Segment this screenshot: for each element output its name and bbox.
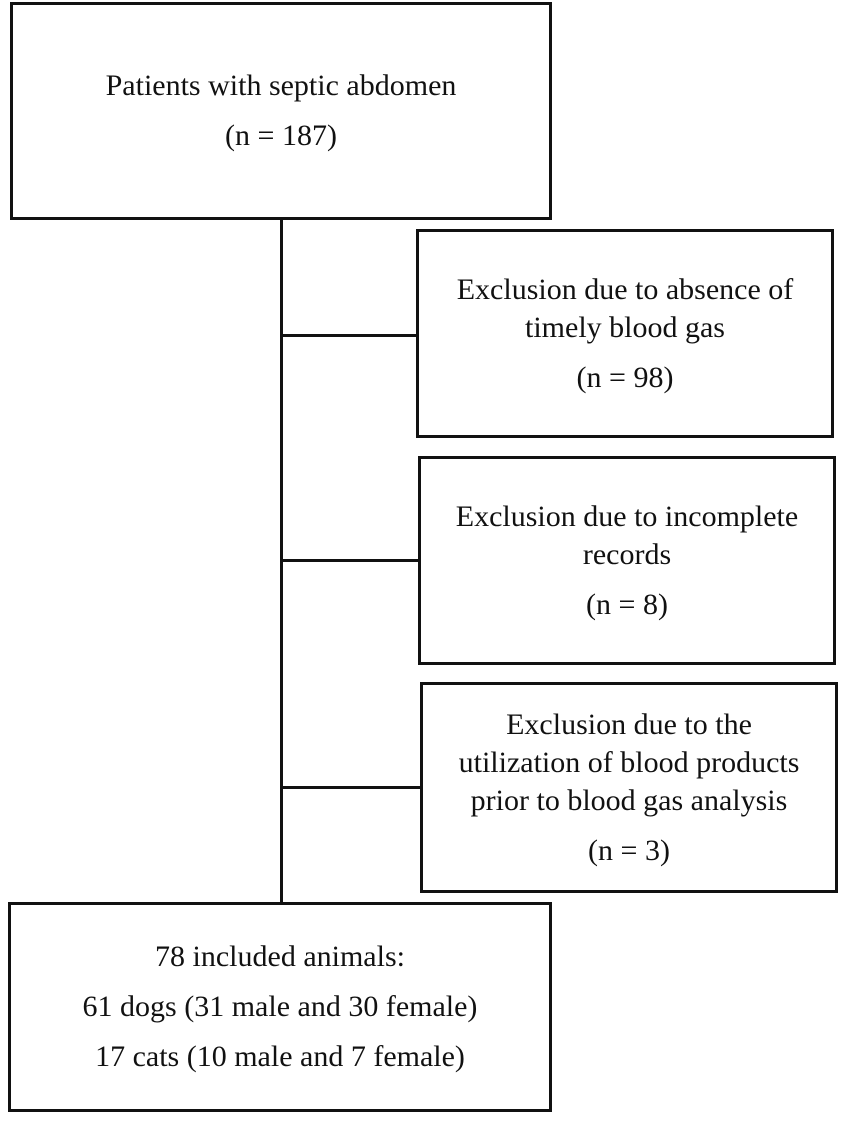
exclusion-2-count: (n = 8) xyxy=(586,587,668,621)
branch-connector-3 xyxy=(280,786,422,789)
exclusion-2-line: Exclusion due to incomplete xyxy=(455,499,799,533)
exclusion-3-line: utilization of blood products xyxy=(458,745,800,779)
branch-connector-1 xyxy=(280,334,418,337)
exclusion-2-line: records xyxy=(582,537,672,571)
result-line: 17 cats (10 male and 7 female) xyxy=(95,1040,465,1073)
exclusion-3-line: prior to blood gas analysis xyxy=(470,783,788,817)
exclusion-3-line: Exclusion due to the xyxy=(506,707,752,741)
result-line: 78 included animals: xyxy=(155,940,405,973)
exclusion-3-count: (n = 3) xyxy=(588,833,670,867)
branch-connector-2 xyxy=(280,559,418,562)
result-line: 61 dogs (31 male and 30 female) xyxy=(82,990,478,1023)
exclusion-box-3: Exclusion due to the utilization of bloo… xyxy=(420,682,838,893)
start-count: (n = 187) xyxy=(225,119,337,152)
start-box: Patients with septic abdomen (n = 187) xyxy=(10,2,552,220)
exclusion-1-line: Exclusion due to absence of xyxy=(456,272,794,306)
result-box: 78 included animals: 61 dogs (31 male an… xyxy=(8,902,552,1112)
start-title: Patients with septic abdomen xyxy=(105,69,457,102)
exclusion-1-count: (n = 98) xyxy=(576,360,674,394)
exclusion-box-2: Exclusion due to incomplete records (n =… xyxy=(418,456,836,665)
exclusion-box-1: Exclusion due to absence of timely blood… xyxy=(416,229,834,438)
exclusion-1-line: timely blood gas xyxy=(525,310,725,344)
